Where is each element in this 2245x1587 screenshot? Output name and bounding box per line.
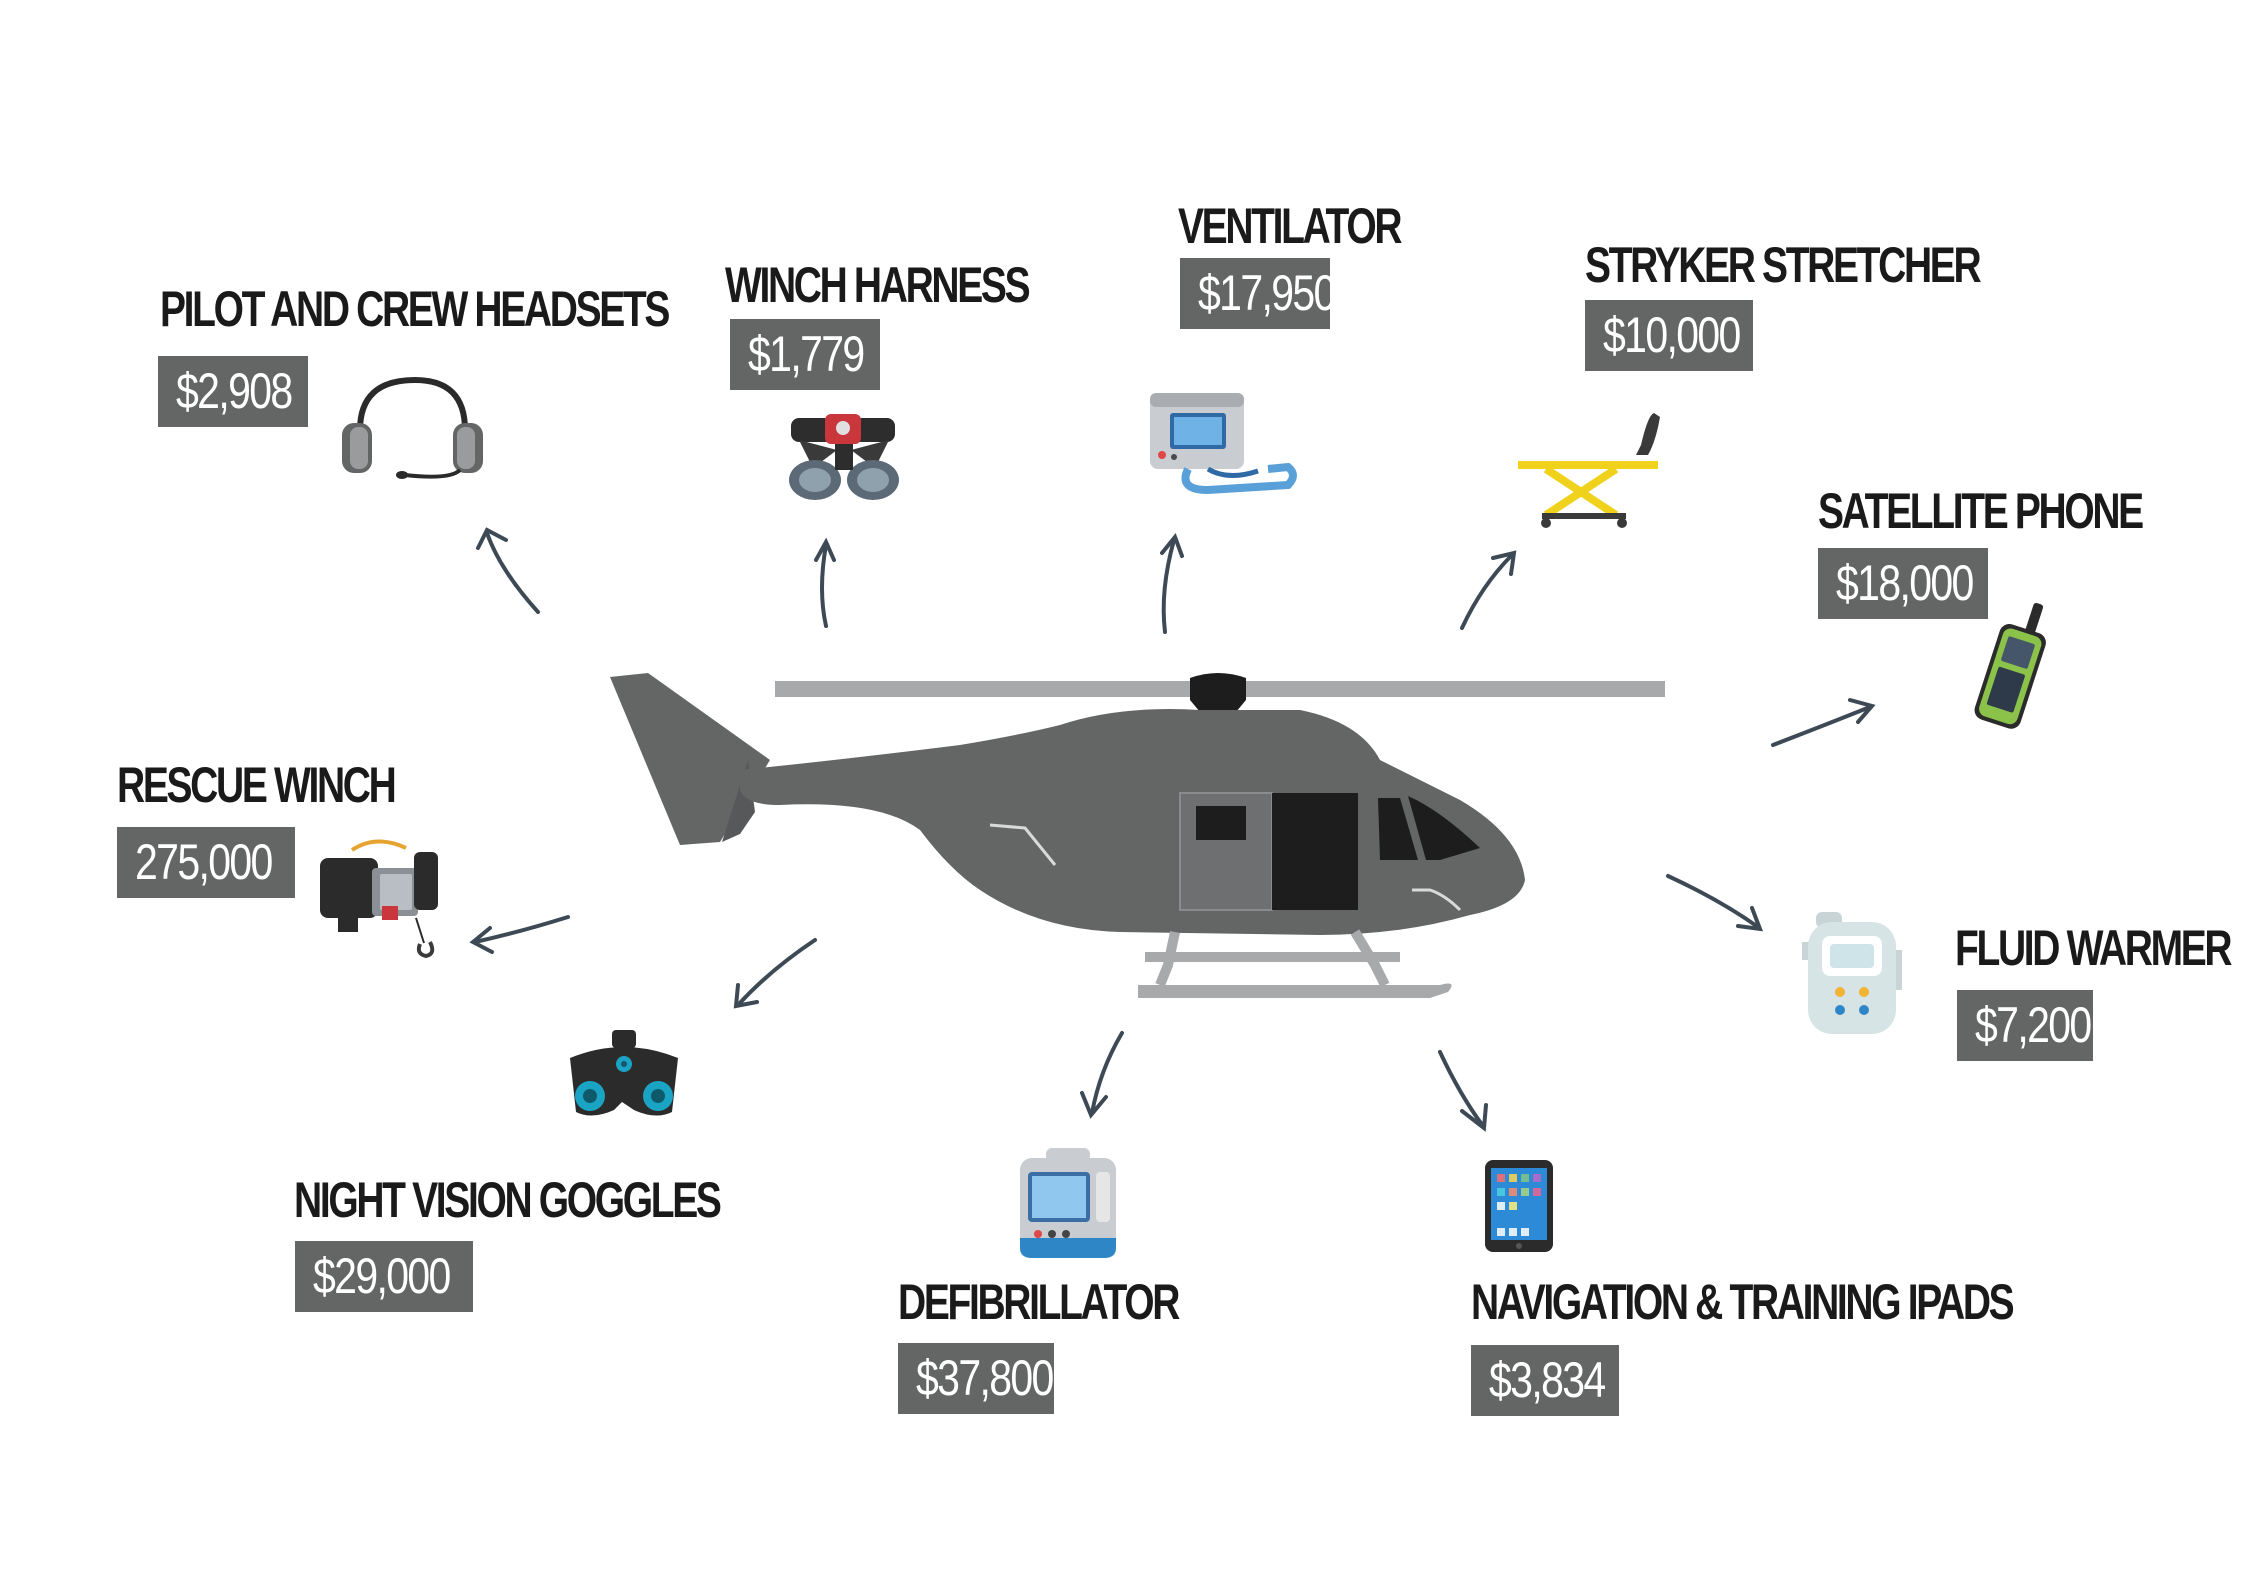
arrow-stretcher	[1460, 553, 1514, 630]
item-label-headsets: PILOT AND CREW HEADSETS	[160, 281, 670, 337]
item-label-night-vision: NIGHT VISION GOGGLES	[294, 1172, 722, 1228]
windshield	[1408, 796, 1480, 860]
side-window	[1378, 798, 1418, 860]
arrow-ventilator	[1161, 538, 1176, 634]
helicopter-illustration	[610, 673, 1665, 998]
item-label-ipads: NAVIGATION & TRAINING IPADS	[1471, 1274, 2015, 1330]
tail-fin	[610, 673, 770, 845]
price-text: $37,800	[916, 1350, 1054, 1406]
defibrillator-icon	[1020, 1148, 1116, 1258]
arrow-rescue-winch	[473, 915, 570, 944]
arrow-harness	[820, 543, 828, 628]
item-label-defibrillator: DEFIBRILLATOR	[898, 1274, 1180, 1330]
rotor-hub	[1190, 673, 1246, 712]
item-price-headsets: $2,908	[158, 356, 308, 427]
price-text: $7,200	[1975, 997, 2092, 1053]
price-text: 275,000	[135, 834, 273, 890]
open-door	[1272, 793, 1358, 910]
price-text: $18,000	[1836, 555, 1974, 611]
stretcher-icon	[1518, 413, 1660, 528]
landing-skid	[1138, 983, 1452, 998]
item-label-satellite-phone: SATELLITE PHONE	[1818, 483, 2144, 539]
tablet-icon	[1485, 1160, 1553, 1252]
arrow-defibrillator	[1090, 1031, 1124, 1115]
item-price-ventilator: $17,950	[1180, 258, 1336, 329]
item-label-fluid-warmer: FLUID WARMER	[1955, 920, 2233, 976]
item-label-stretcher: STRYKER STRETCHER	[1585, 237, 1982, 293]
ventilator-icon	[1150, 393, 1297, 495]
price-text: $29,000	[313, 1248, 451, 1304]
arrows	[469, 527, 1876, 1132]
arrow-ipads	[1438, 1050, 1485, 1128]
fuselage	[740, 709, 1525, 935]
headset-icon	[342, 376, 483, 479]
price-text: $2,908	[176, 363, 293, 419]
item-price-harness: $1,779	[730, 319, 880, 390]
door-window	[1196, 806, 1246, 840]
item-label-harness: WINCH HARNESS	[725, 257, 1031, 313]
arrow-headsets	[485, 531, 540, 614]
fluid-warmer-icon	[1802, 912, 1902, 1034]
price-text: $1,779	[748, 326, 865, 382]
item-price-ipads: $3,834	[1471, 1345, 1619, 1416]
harness-icon	[789, 414, 899, 500]
price-text: $3,834	[1489, 1352, 1606, 1408]
satellite-phone-icon	[1974, 602, 2046, 729]
item-price-satellite-phone: $18,000	[1818, 548, 1988, 619]
rescue-winch-icon	[320, 839, 438, 959]
item-price-rescue-winch: 275,000	[117, 827, 295, 898]
arrow-fluid-warmer	[1666, 874, 1760, 929]
item-price-stretcher: $10,000	[1585, 300, 1753, 371]
price-text: $10,000	[1603, 307, 1741, 363]
price-text: $17,950	[1198, 265, 1336, 321]
item-price-defibrillator: $37,800	[898, 1343, 1054, 1414]
item-price-night-vision: $29,000	[295, 1241, 473, 1312]
night-vision-goggles-icon	[570, 1030, 678, 1116]
item-label-rescue-winch: RESCUE WINCH	[117, 757, 397, 813]
item-label-ventilator: VENTILATOR	[1178, 198, 1403, 254]
arrow-satellite-phone	[1771, 705, 1872, 747]
item-price-fluid-warmer: $7,200	[1957, 990, 2093, 1061]
arrow-night-vision	[736, 938, 817, 1007]
